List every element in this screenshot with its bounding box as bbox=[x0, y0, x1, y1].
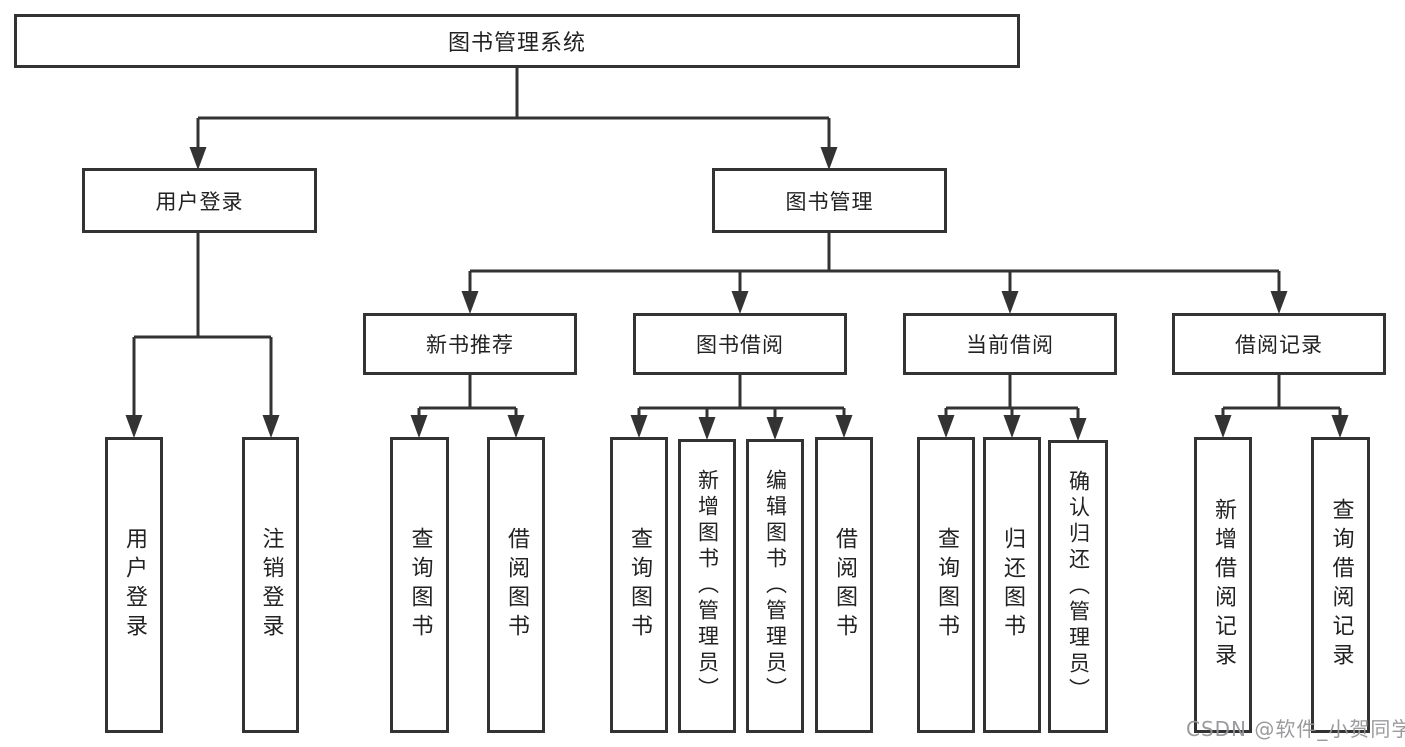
node-leaf-borrow-books-1: 借阅图书 bbox=[487, 437, 545, 733]
connector-ulogin-children bbox=[132, 233, 273, 419]
connector-newrec-children bbox=[417, 375, 518, 420]
node-user-login: 用户登录 bbox=[82, 168, 317, 233]
node-leaf-confirm-return-admin: 确认归还（管理员） bbox=[1048, 440, 1108, 733]
node-leaf-query-borrow-record: 查询借阅记录 bbox=[1311, 437, 1370, 733]
connector-root-l2 bbox=[196, 68, 831, 152]
node-leaf-user-login: 用户登录 bbox=[105, 437, 163, 733]
node-system-root: 图书管理系统 bbox=[14, 14, 1020, 68]
node-leaf-query-books-1: 查询图书 bbox=[390, 437, 449, 733]
node-leaf-borrow-books-2: 借阅图书 bbox=[815, 437, 873, 733]
node-borrow-records: 借阅记录 bbox=[1172, 313, 1386, 375]
node-new-book-recommend: 新书推荐 bbox=[363, 313, 577, 375]
node-current-borrow: 当前借阅 bbox=[903, 313, 1117, 375]
node-leaf-logout: 注销登录 bbox=[242, 437, 299, 733]
node-leaf-return-books: 归还图书 bbox=[983, 437, 1041, 733]
connector-record-children bbox=[1221, 375, 1342, 420]
connector-bmgmt-l3 bbox=[468, 233, 1281, 295]
node-leaf-edit-books-admin: 编辑图书（管理员） bbox=[746, 439, 804, 733]
node-book-management: 图书管理 bbox=[712, 168, 947, 233]
node-leaf-add-books-admin: 新增图书（管理员） bbox=[678, 439, 736, 733]
node-leaf-add-borrow-record: 新增借阅记录 bbox=[1194, 437, 1252, 733]
connector-borrow-children bbox=[637, 375, 846, 420]
connector-curr-children bbox=[944, 375, 1080, 420]
node-leaf-query-books-3: 查询图书 bbox=[917, 437, 975, 733]
node-leaf-query-books-2: 查询图书 bbox=[610, 437, 668, 733]
csdn-watermark: CSDN @软件_小贺同学 bbox=[1186, 717, 1405, 741]
node-book-borrow: 图书借阅 bbox=[633, 313, 847, 375]
